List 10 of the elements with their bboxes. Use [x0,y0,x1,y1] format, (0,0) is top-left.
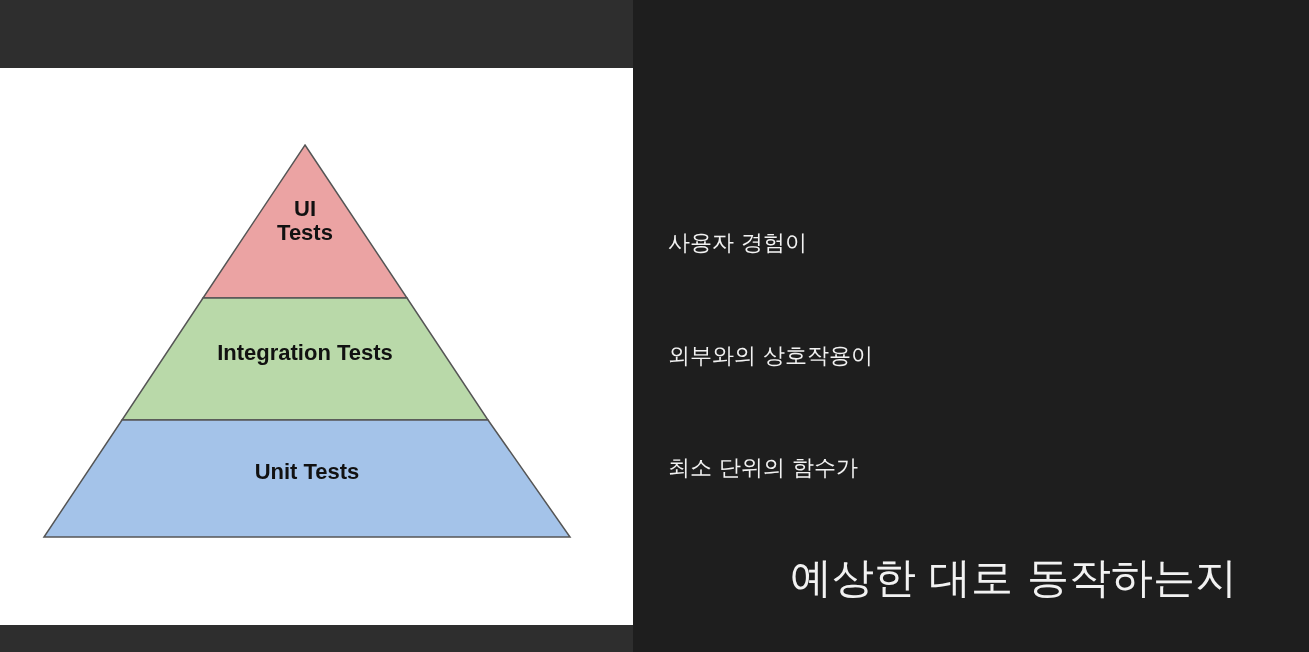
slide-text: 최소 단위의 함수가 [668,454,858,482]
slide-heading: 예상한 대로 동작하는지 [790,552,1237,604]
tier-title: UI Tests [276,197,334,246]
pyramid-tier [122,298,488,420]
slide-text: 외부와의 상호작용이 [668,342,873,370]
pyramid-tier [203,145,407,298]
slide-text: 사용자 경험이 [668,229,807,257]
pyramid-tier [44,420,570,537]
tier-title: Integration Tests [216,341,394,366]
tier-title: Unit Tests [253,460,361,485]
